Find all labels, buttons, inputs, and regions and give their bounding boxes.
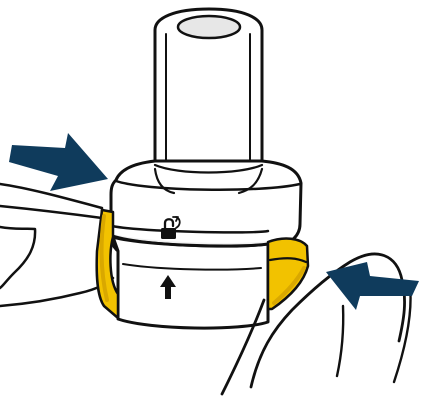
left-hand-lower-outline — [0, 278, 113, 306]
lower-inhaler-body — [113, 237, 268, 328]
left-thumb-outline — [0, 184, 102, 218]
left-hand-outline — [0, 227, 35, 288]
mouthpiece-opening — [178, 16, 240, 38]
left-press-arrow-icon — [9, 133, 108, 191]
